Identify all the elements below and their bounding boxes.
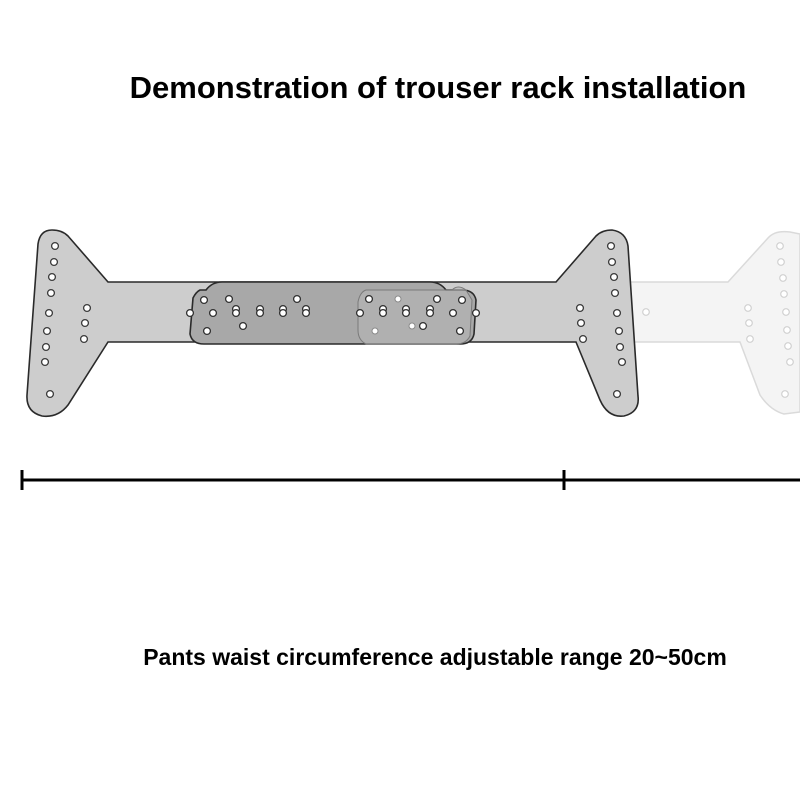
center-clip	[185, 281, 481, 345]
diagram-title: Demonstration of trouser rack installati…	[129, 70, 747, 105]
clip-overlap	[357, 286, 473, 345]
ghost-rack-body	[559, 230, 800, 415]
rack-holes-left	[40, 241, 92, 399]
rack-holes-right	[575, 241, 627, 399]
adjustable-range-caption: Pants waist circumference adjustable ran…	[143, 644, 727, 670]
clip-faint-holes	[371, 295, 416, 335]
measurement-line	[20, 470, 800, 490]
clip-holes	[185, 294, 481, 336]
